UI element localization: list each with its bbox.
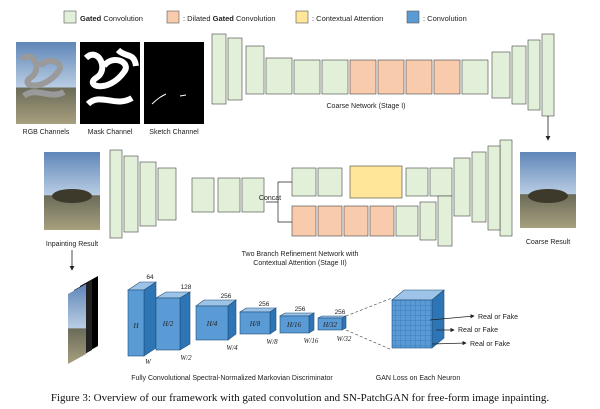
- refine-label-line2: Contextual Attention (Stage II): [253, 260, 346, 267]
- disc-block-3: [195, 305, 229, 341]
- rgb-mask-overlay: [19, 53, 63, 89]
- legend-contextual-label: : Contextual Attention: [312, 14, 383, 23]
- disc-block-2: [155, 297, 181, 351]
- disc-channels-2: 128: [181, 284, 192, 291]
- sketch-label: Sketch Channel: [149, 129, 199, 136]
- disc-block-4: [239, 311, 271, 335]
- inpainting-result: Inpainting Result: [44, 152, 100, 248]
- legend: Gated Convolution : Dilated Gated Convol…: [63, 10, 467, 24]
- legend-dilated-label: : Dilated Gated Convolution: [183, 14, 276, 23]
- coarse-result-label: Coarse Result: [526, 239, 570, 246]
- disc-height-5: H/16: [286, 321, 302, 329]
- sketch-image: [144, 42, 204, 124]
- disc-height-2: H/2: [162, 320, 174, 328]
- legend-conv-swatch: [406, 10, 420, 24]
- concat-lines: [266, 181, 292, 223]
- gan-cube: [391, 289, 445, 349]
- disc-height-3: H/4: [206, 320, 218, 328]
- disc-width-3: W/4: [226, 344, 238, 352]
- disc-channels-4: 256: [259, 301, 270, 308]
- discriminator-input-stack: [68, 276, 98, 364]
- rgb-label: RGB Channels: [23, 129, 70, 136]
- disc-channels-6: 256: [335, 309, 346, 316]
- input-images: RGB Channels Mask Channel Sketch Channel: [16, 42, 204, 136]
- disc-channels-3: 256: [221, 293, 232, 300]
- disc-block-6: [317, 317, 343, 331]
- coarse-network-label: Coarse Network (Stage I): [327, 103, 406, 110]
- disc-height-1: H: [132, 322, 139, 330]
- disc-width-4: W/8: [266, 338, 278, 346]
- disc-channels-1: 64: [146, 274, 154, 281]
- disc-block-1: [127, 289, 145, 357]
- disc-height-6: H/32: [322, 321, 338, 329]
- gan-outputs: Real or Fake Real or Fake Real or Fake G…: [376, 314, 518, 382]
- concat-label: Concat: [259, 195, 281, 202]
- disc-width-5: W/16: [304, 337, 319, 345]
- gan-output-2: Real or Fake: [458, 327, 498, 334]
- disc-width-6: W/32: [337, 335, 352, 343]
- discriminator-label: Fully Convolutional Spectral-Normalized …: [131, 375, 333, 382]
- disc-width-1: W: [145, 358, 152, 366]
- discriminator: 64 128 256 256 256 256 H H/2 H/4 H/8 H/1…: [127, 274, 352, 382]
- projection-lines: [345, 297, 393, 351]
- gan-loss-label: GAN Loss on Each Neuron: [376, 375, 461, 382]
- legend-gated-label: Gated Convolution: [80, 14, 143, 23]
- gan-output-3: Real or Fake: [470, 341, 510, 348]
- gan-output-1: Real or Fake: [478, 314, 518, 321]
- legend-contextual-swatch: [295, 10, 309, 24]
- refine-label-line1: Two Branch Refinement Network with: [242, 251, 359, 258]
- coarse-result: Coarse Result: [520, 152, 576, 246]
- legend-conv-label: : Convolution: [423, 14, 467, 23]
- disc-block-5: [279, 315, 310, 334]
- inpainting-result-label: Inpainting Result: [46, 241, 98, 248]
- legend-gated-swatch: [63, 10, 77, 24]
- mask-label: Mask Channel: [88, 129, 133, 136]
- disc-channels-5: 256: [295, 306, 306, 313]
- legend-dilated-swatch: [166, 10, 180, 24]
- refinement-network: Concat Two Branch Refinement Network wit…: [109, 139, 513, 267]
- figure-caption: Figure 3: Overview of our framework with…: [50, 392, 550, 404]
- disc-width-2: W/2: [180, 354, 192, 362]
- coarse-network: Coarse Network (Stage I): [211, 33, 555, 117]
- disc-height-4: H/8: [249, 320, 261, 328]
